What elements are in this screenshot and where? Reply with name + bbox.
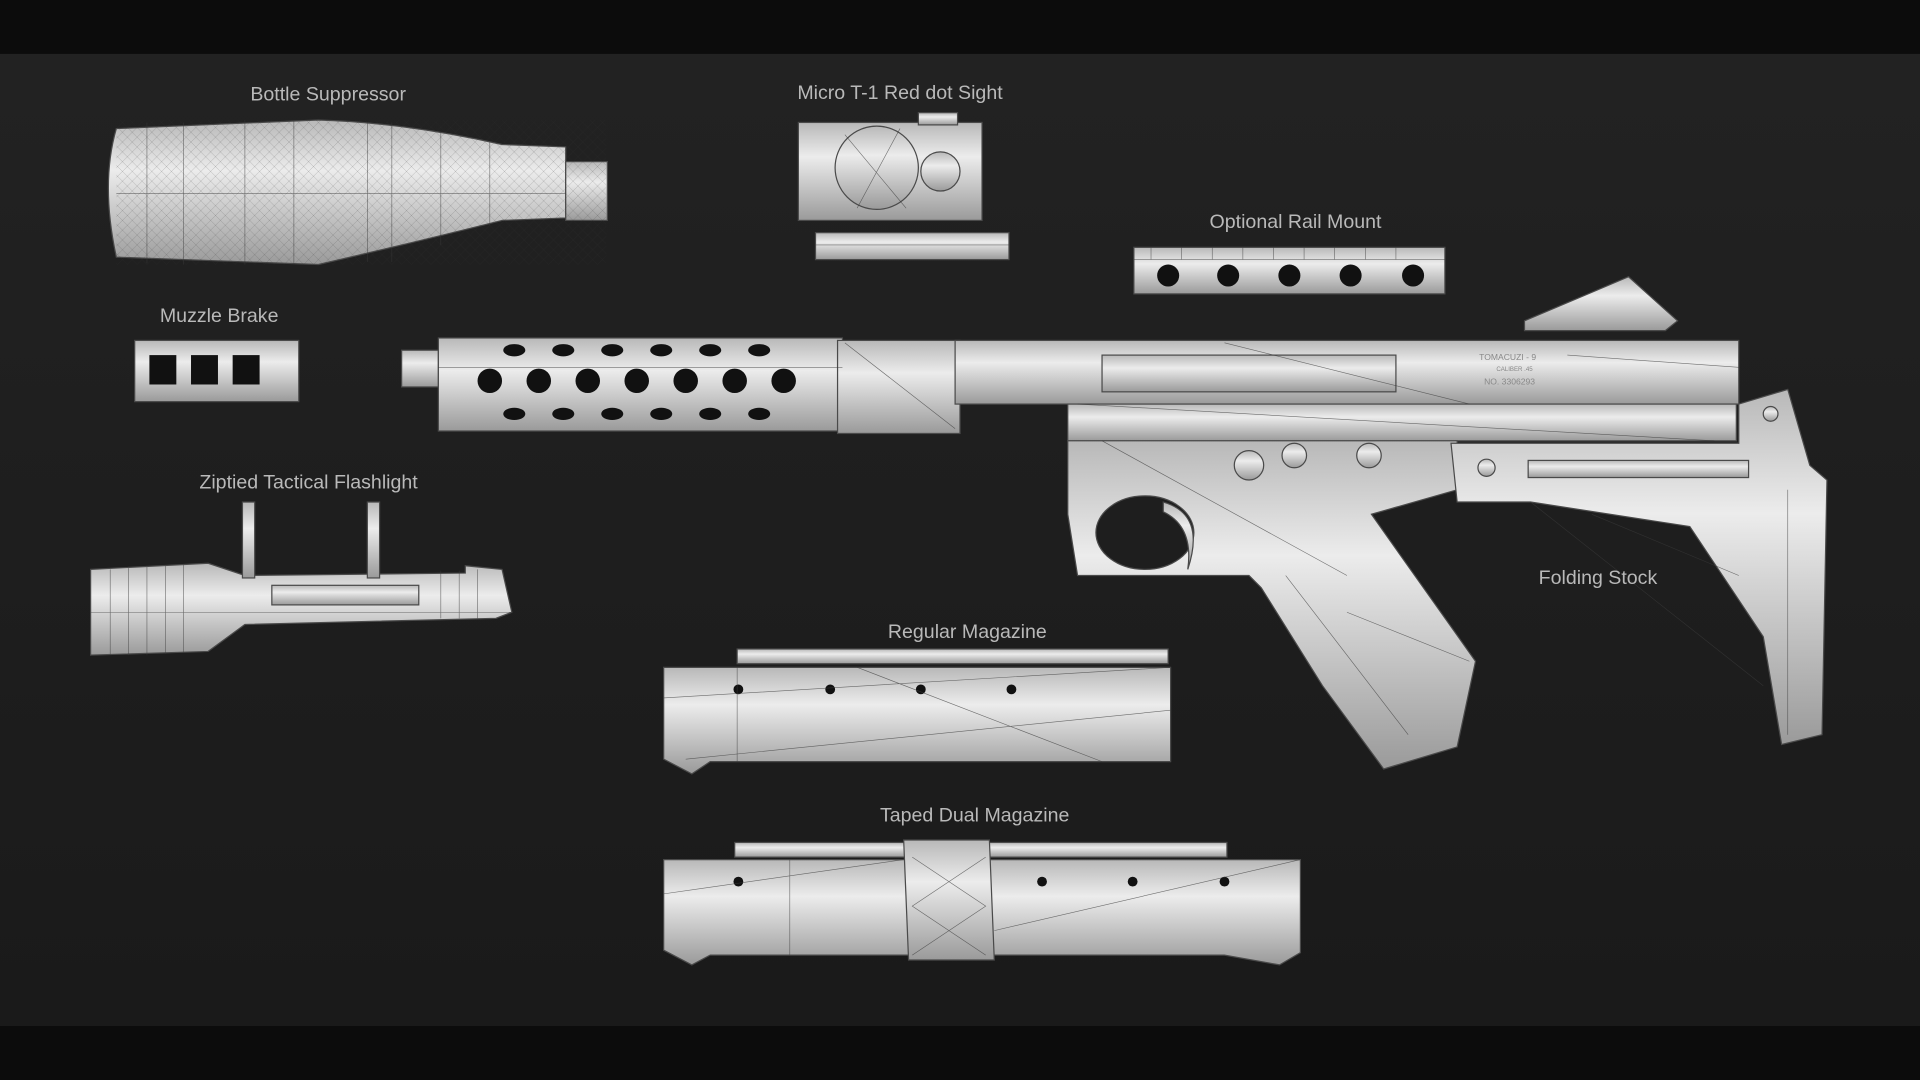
label-flashlight: Ziptied Tactical Flashlight <box>199 472 418 494</box>
label-red-dot-sight: Micro T-1 Red dot Sight <box>797 82 1003 104</box>
ziptied-tactical-flashlight <box>90 501 513 656</box>
top-letterbox <box>0 0 1920 54</box>
red-dot-sight <box>797 112 1010 261</box>
bottle-suppressor <box>107 119 608 266</box>
label-regular-magazine: Regular Magazine <box>888 621 1047 643</box>
optional-rail-mount <box>1133 246 1446 295</box>
regular-magazine <box>663 648 1172 775</box>
engraving-model: TOMACUZI - 9 <box>1479 352 1536 362</box>
engraving-serial: NO. 3306293 <box>1484 376 1535 386</box>
engraving-caliber: CALIBER .45 <box>1496 366 1533 373</box>
bottom-letterbox <box>0 1026 1920 1080</box>
label-rail-mount: Optional Rail Mount <box>1210 211 1383 233</box>
label-bottle-suppressor: Bottle Suppressor <box>250 83 406 105</box>
muzzle-brake <box>134 339 300 403</box>
smg-body: TOMACUZI - 9 CALIBER .45 NO. 3306293 <box>401 276 1828 770</box>
label-muzzle-brake: Muzzle Brake <box>160 305 279 327</box>
label-dual-magazine: Taped Dual Magazine <box>880 805 1069 827</box>
label-folding-stock: Folding Stock <box>1539 567 1658 589</box>
taped-dual-magazine <box>663 839 1302 966</box>
